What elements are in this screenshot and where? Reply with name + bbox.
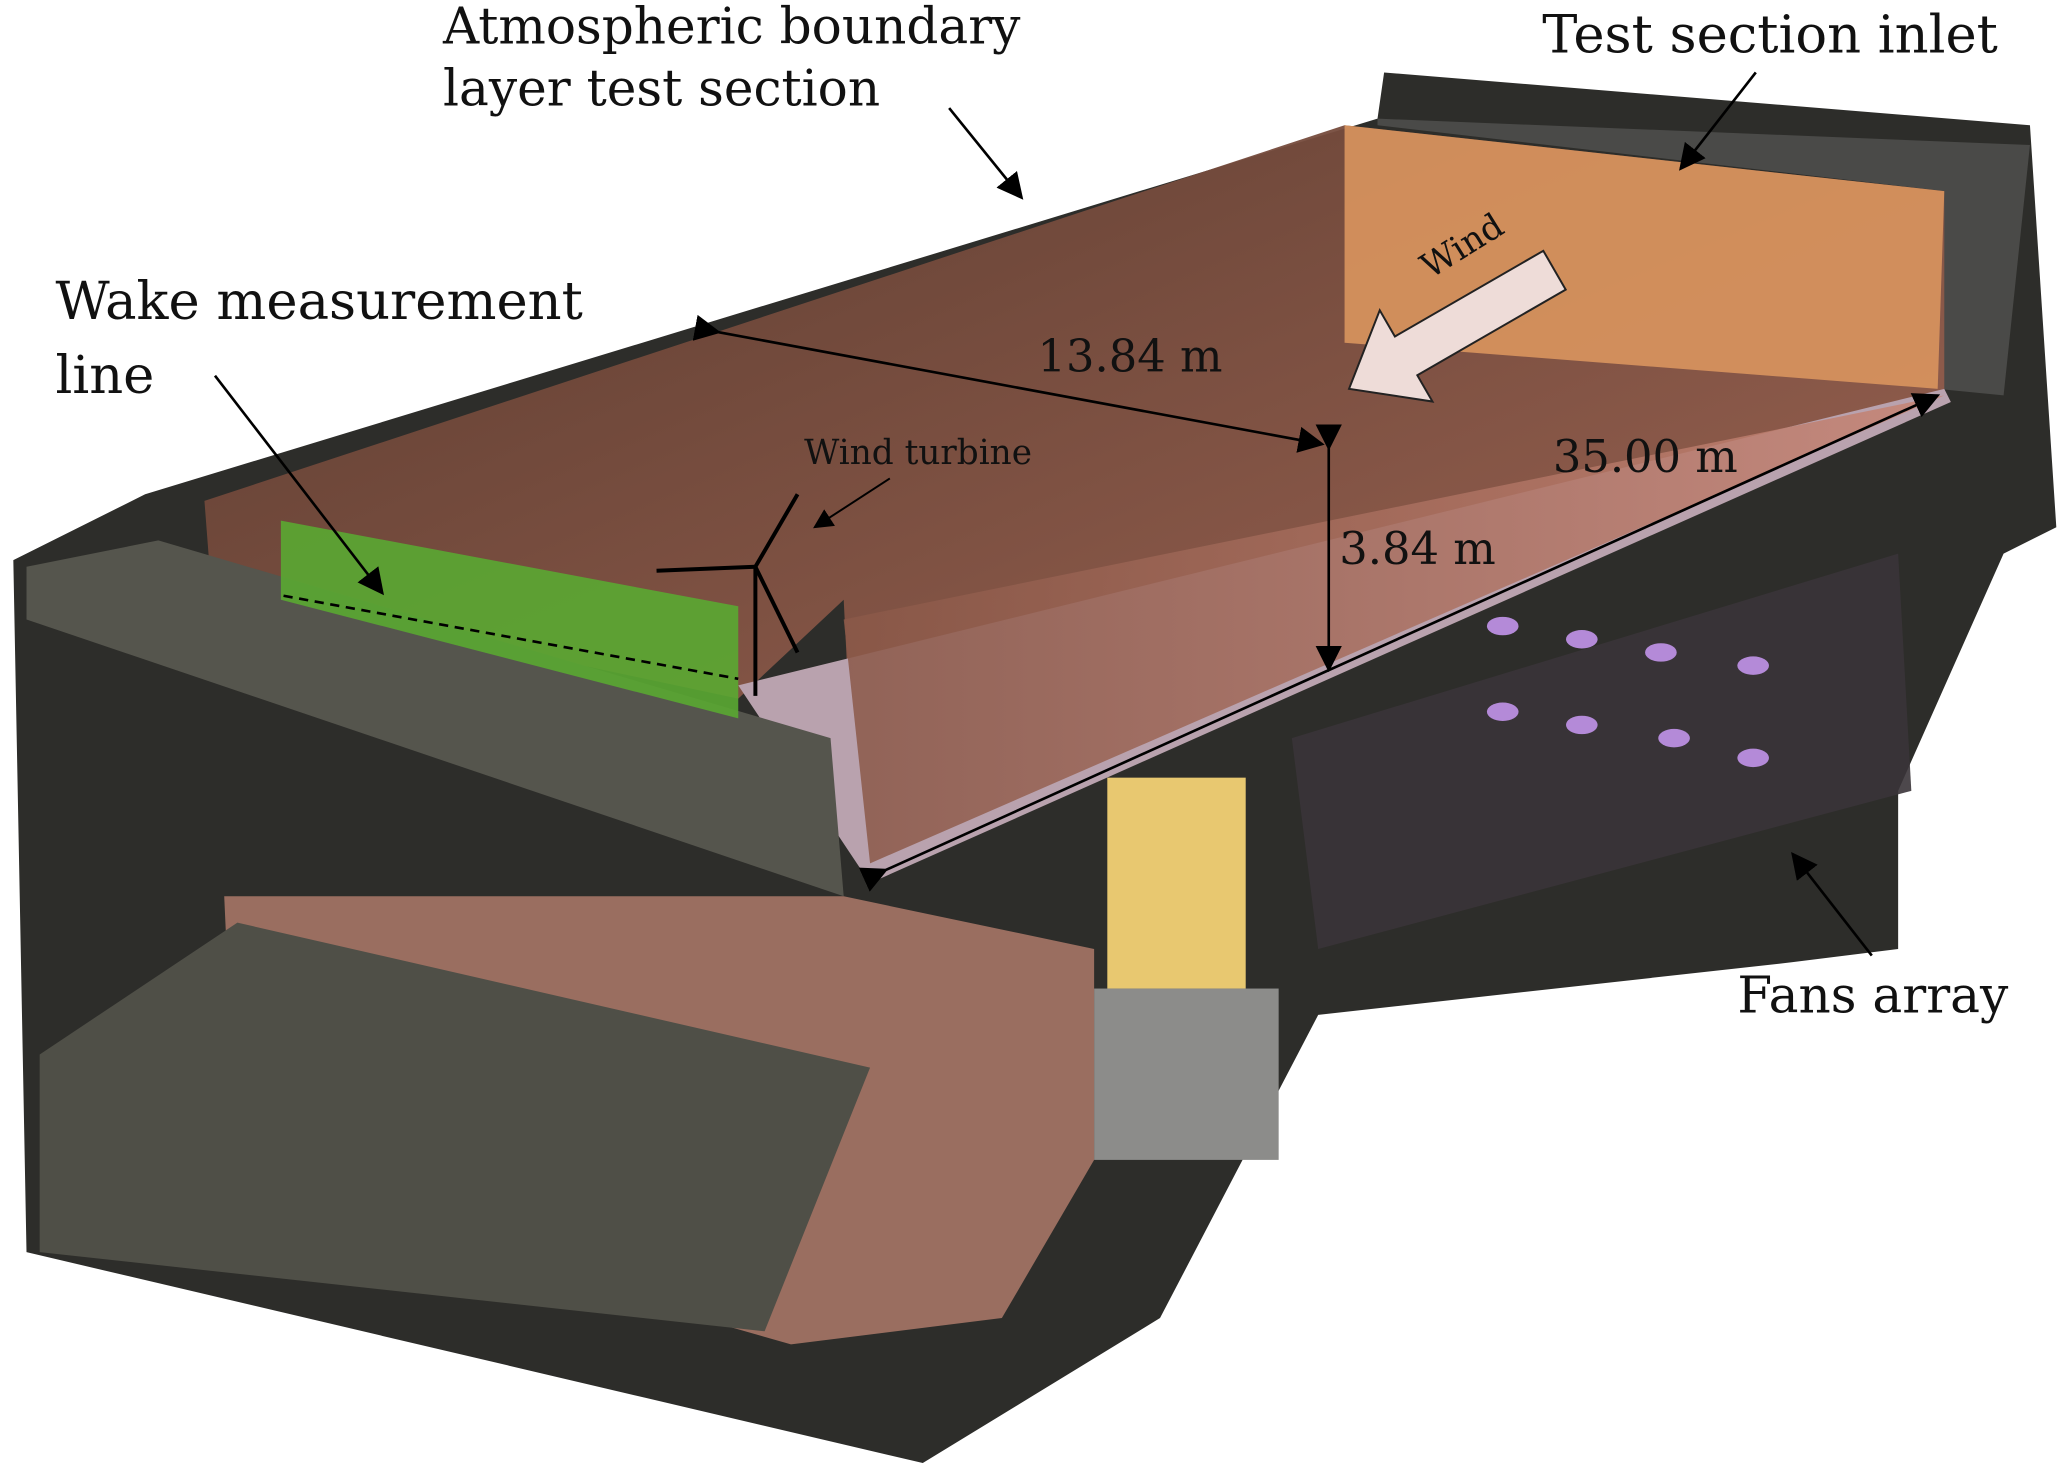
fans-callout-arrow xyxy=(1791,852,1873,957)
turbine-label: Wind turbine xyxy=(804,433,1032,473)
wake-label-line1: Wake measurement xyxy=(56,271,583,332)
height-dimension-label: 3.84 m xyxy=(1339,522,1495,575)
inlet-honeycomb xyxy=(1377,118,2030,396)
support-structure xyxy=(1107,777,1246,989)
wake-label-line2: line xyxy=(56,345,155,406)
length-dimension-label: 35.00 m xyxy=(1553,430,1738,483)
length-dimension-arrow xyxy=(858,393,1941,892)
wake-callout-arrow xyxy=(213,374,384,596)
turbine-callout-arrow xyxy=(813,477,891,529)
inlet-callout-arrow xyxy=(1679,71,1757,171)
width-dimension-label: 13.84 m xyxy=(1037,330,1222,383)
wake-measurement-line xyxy=(283,594,739,681)
inlet-label: Test section inlet xyxy=(1542,5,1998,66)
support-base xyxy=(1094,988,1279,1160)
abl-callout-arrow xyxy=(948,107,1024,200)
lower-screen xyxy=(39,922,871,1332)
fans-label: Fans array xyxy=(1737,966,2009,1024)
abl-label-line1: Atmospheric boundary xyxy=(442,0,1021,55)
upper-screen xyxy=(26,540,844,897)
wind-turbine-icon xyxy=(656,493,800,696)
abl-label-line2: layer test section xyxy=(443,59,880,117)
wake-measurement-plane xyxy=(280,520,739,719)
